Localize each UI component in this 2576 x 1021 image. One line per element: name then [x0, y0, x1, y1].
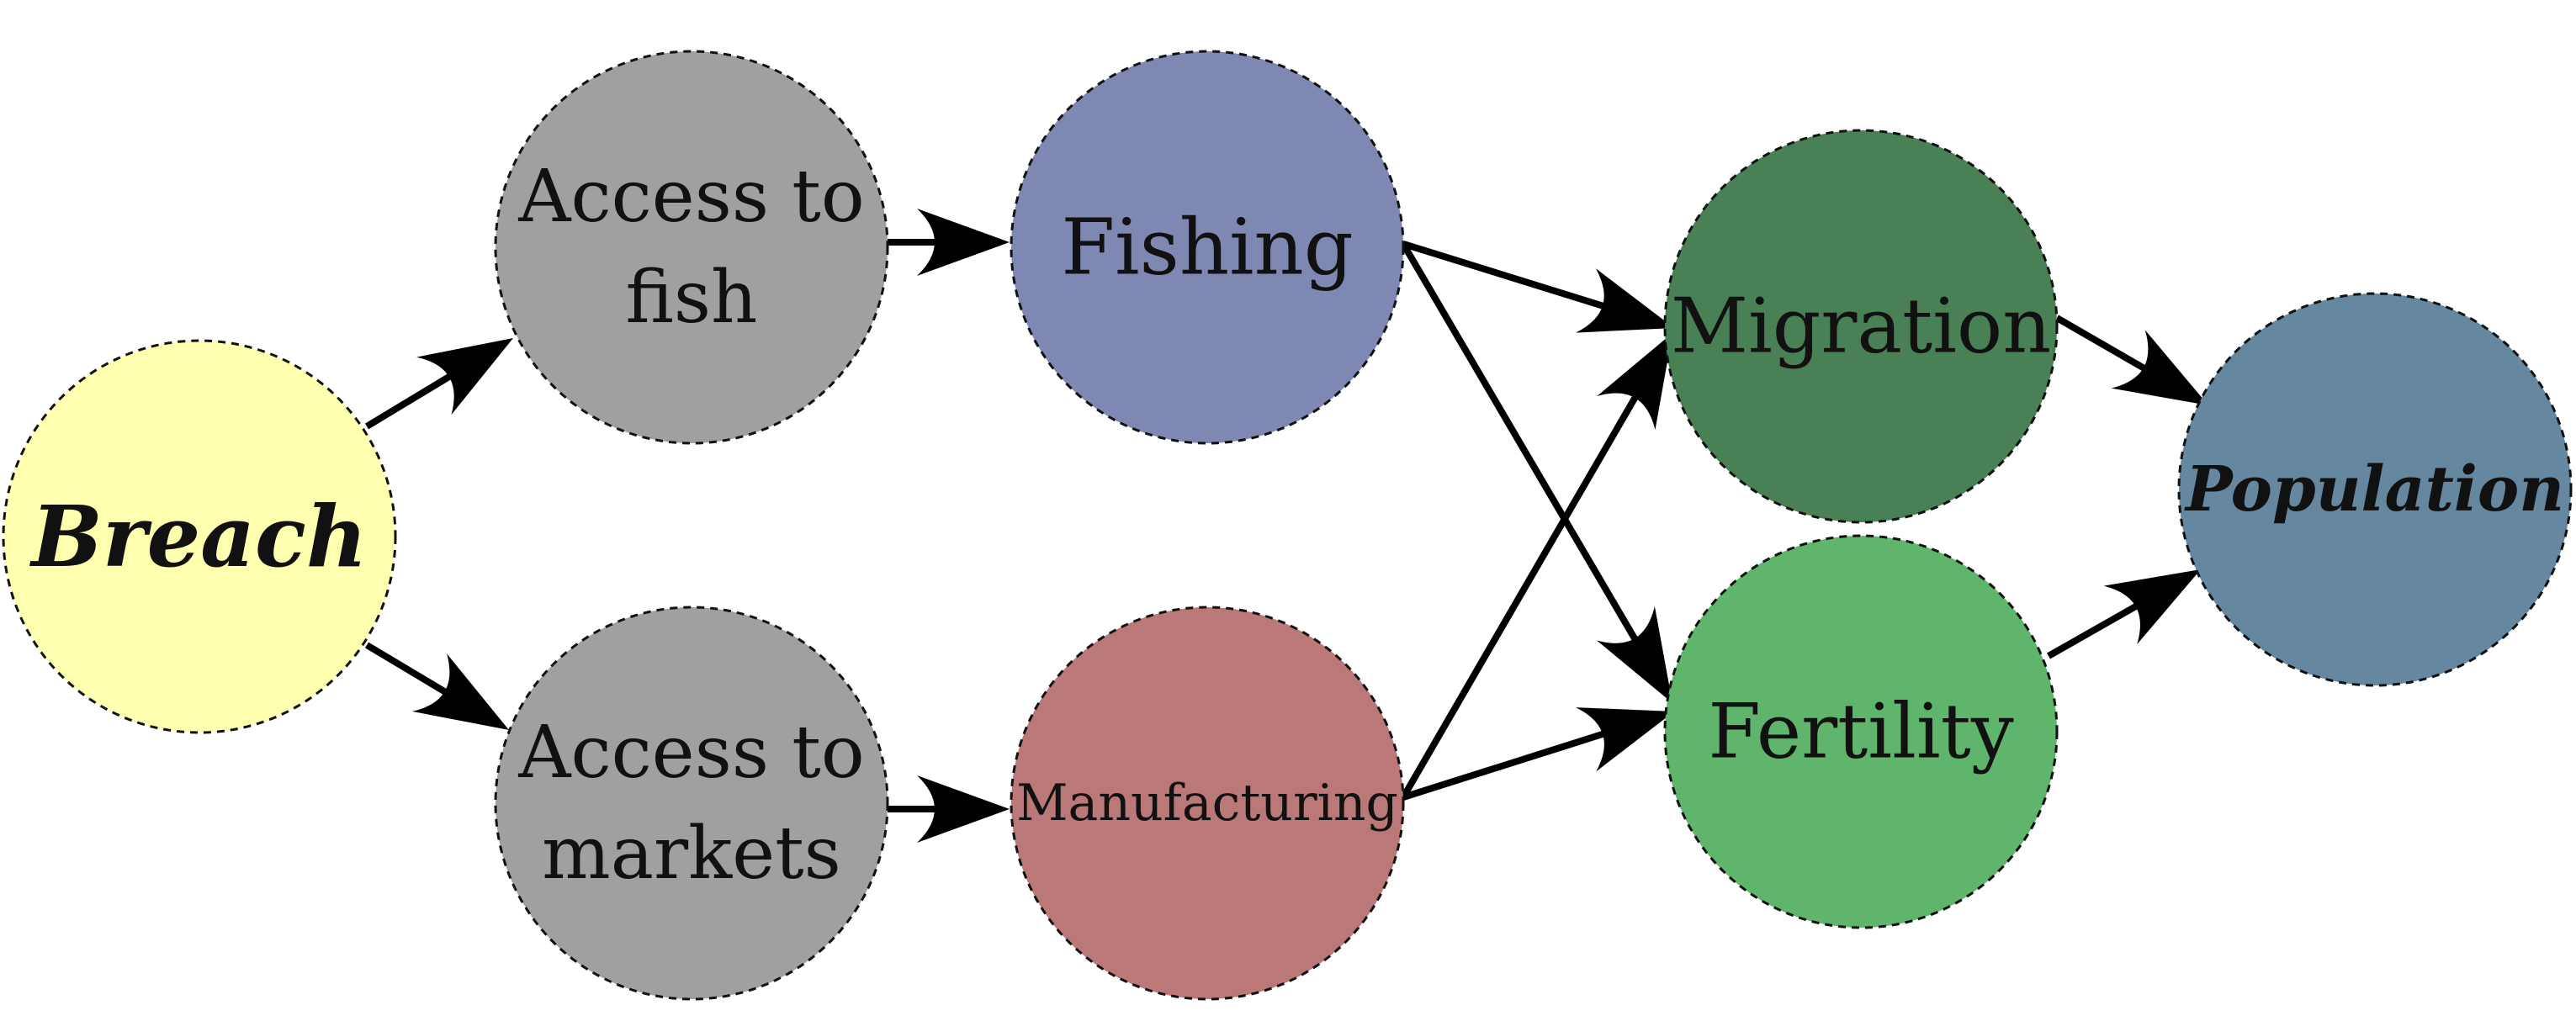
node-circle: [1663, 534, 2059, 929]
node-label: Breach: [29, 487, 367, 586]
node-population: Population: [2177, 292, 2573, 687]
edge-line: [1400, 241, 1646, 656]
edge-line: [364, 642, 462, 704]
node-label: fish: [626, 256, 758, 340]
node-circle: [1663, 129, 2059, 524]
node-label: Migration: [1671, 283, 2051, 371]
node-migration: Migration: [1663, 129, 2059, 524]
edge-access-markets-to-manufacturing: [888, 775, 1010, 843]
edge-line: [2047, 595, 2153, 659]
node-label: Access to: [517, 155, 864, 239]
edges-layer: [364, 209, 2208, 843]
node-circle: [494, 606, 889, 1001]
edge-manufacturing-to-fertility: [1402, 707, 1674, 801]
edge-access-fish-to-fishing: [888, 209, 1010, 276]
node-access-fish: Access to fish: [494, 50, 889, 445]
node-circle: [1010, 606, 1405, 1001]
edge-manufacturing-to-migration: [1400, 333, 1672, 800]
node-manufacturing: Manufacturing: [1010, 606, 1405, 1001]
arrow-head: [1597, 333, 1672, 431]
edge-fishing-to-fertility: [1400, 241, 1672, 703]
node-access-markets: Access to markets: [494, 606, 889, 1001]
arrow-head: [1576, 707, 1674, 772]
edge-line: [364, 364, 466, 430]
edge-breach-to-access-fish: [364, 338, 513, 430]
node-circle: [2, 339, 397, 734]
node-breach: Breach: [2, 339, 397, 734]
arrow-head: [917, 209, 1010, 276]
node-circle: [2177, 292, 2573, 687]
node-label: Access to: [517, 711, 864, 795]
arrow-head: [1576, 268, 1674, 333]
edge-line: [2054, 315, 2160, 380]
edge-line: [1402, 241, 1621, 315]
node-label: Fertility: [1708, 688, 2013, 776]
edge-fertility-to-population: [2047, 569, 2201, 659]
node-label: Manufacturing: [1016, 774, 1398, 833]
arrow-head: [917, 775, 1010, 843]
edge-migration-to-population: [2054, 315, 2208, 405]
edge-fishing-to-migration: [1402, 241, 1674, 333]
node-label: Fishing: [1061, 203, 1353, 293]
arrow-head: [2103, 569, 2201, 645]
arrow-head: [1596, 606, 1672, 703]
node-circle: [494, 50, 889, 445]
node-circle: [1010, 50, 1405, 445]
arrow-head: [416, 338, 513, 415]
edge-line: [1402, 725, 1621, 801]
edge-line: [1400, 380, 1647, 800]
arrow-head: [412, 653, 509, 730]
node-fishing: Fishing: [1010, 50, 1405, 445]
node-label: Population: [2184, 453, 2564, 526]
arrow-head: [2111, 330, 2208, 405]
node-fertility: Fertility: [1663, 534, 2059, 929]
node-label: markets: [542, 812, 841, 896]
edge-breach-to-access-markets: [364, 642, 509, 730]
